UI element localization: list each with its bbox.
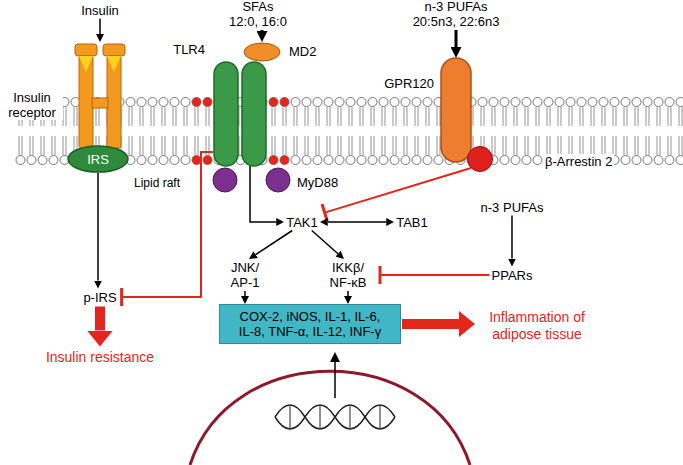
ligand-label: n-3 PUFAs20:5n3, 22:6n3 xyxy=(411,0,502,30)
insulin-receptor-outline xyxy=(65,42,135,150)
inhibition-line xyxy=(325,168,471,213)
node-text: n-3 PUFAs xyxy=(413,0,500,14)
node-text: IKKβ/ NF-κB xyxy=(324,260,372,290)
activation-arrow xyxy=(312,231,338,254)
activation-arrow xyxy=(244,291,246,296)
node-text: JNK/ AP-1 xyxy=(224,260,266,290)
md2-ellipse-outline xyxy=(243,42,281,62)
md2-ellipse: MD2 xyxy=(243,42,281,62)
activation-arrow xyxy=(99,19,101,35)
transcription-arrow xyxy=(334,362,336,398)
node-text: PPARs xyxy=(492,268,533,283)
shape-label: β-Arrestin 2 xyxy=(543,154,614,169)
shape-label: TLR4 xyxy=(171,42,207,57)
activation-arrow xyxy=(328,221,386,223)
molecule-label: p-IRS xyxy=(81,289,118,306)
activation-arrow xyxy=(97,173,99,281)
myd88-circles: MyD88 xyxy=(213,167,291,193)
activation-arrow xyxy=(256,231,293,255)
node-text: n-3 PUFAs xyxy=(481,200,544,215)
gpr120-receptor: GPR120 xyxy=(440,58,472,162)
shape-label: Insulin receptor xyxy=(1,90,63,120)
nucleus-outline xyxy=(190,371,470,465)
activation-arrow xyxy=(511,216,513,259)
pathway-label: JNK/ AP-1 xyxy=(222,259,268,291)
inhibition-line xyxy=(122,152,213,297)
node-text: 20:5n3, 22:6n3 xyxy=(413,14,500,29)
dna-helix xyxy=(275,405,395,429)
tlr4-receptor-outline xyxy=(213,62,267,166)
node-text: Insulin resistance xyxy=(46,349,154,366)
pathway-label: IKKβ/ NF-κB xyxy=(322,259,374,291)
node-text: Inflammation of adipose tissue xyxy=(479,309,595,343)
node-text: p-IRS xyxy=(83,290,116,305)
ligand-label: Insulin xyxy=(79,2,121,19)
gpr120-receptor-outline xyxy=(440,58,472,162)
ligand-label: n-3 PUFAs xyxy=(479,199,546,216)
shape-label: MyD88 xyxy=(295,175,340,190)
arrestin-circle: β-Arrestin 2 xyxy=(467,146,493,172)
arrestin-circle-outline xyxy=(467,146,493,172)
irs-ellipse: IRS xyxy=(67,145,129,173)
activation-arrow xyxy=(95,307,105,331)
activation-arrow xyxy=(455,30,458,47)
outcome-label: Insulin resistance xyxy=(44,348,156,367)
ligand-label: SFAs12:0, 16:0 xyxy=(227,0,289,30)
shape-label: GPR120 xyxy=(382,76,436,91)
activation-arrow xyxy=(347,291,349,296)
region-label: Lipid raft xyxy=(132,176,182,190)
node-text: TAK1 xyxy=(286,215,318,230)
myd88-circles-outline xyxy=(213,167,291,193)
activation-arrow xyxy=(261,30,264,31)
node-text: SFAs xyxy=(229,0,287,14)
inhibition-line xyxy=(380,274,490,276)
node-text: TAB1 xyxy=(396,215,428,230)
node-text: 12:0, 16:0 xyxy=(229,14,287,29)
tlr4-receptor: TLR4 xyxy=(213,62,267,166)
shape-label: MD2 xyxy=(287,44,318,59)
kinase-label: TAK1 xyxy=(284,214,320,231)
cytokine-box: COX-2, iNOS, IL-1, IL-6, IL-8, TNF-α, IL… xyxy=(219,304,401,344)
node-text: IRS xyxy=(87,152,109,167)
activation-arrow xyxy=(402,319,459,329)
insulin-receptor: Insulin receptor xyxy=(65,42,135,150)
receptor-label: PPARs xyxy=(490,267,535,284)
node-text: Insulin xyxy=(81,3,119,18)
protein-label: TAB1 xyxy=(394,214,430,231)
node-text: COX-2, iNOS, IL-1, IL-6, IL-8, TNF-α, IL… xyxy=(234,309,386,339)
lipid-raft-dots xyxy=(192,98,289,165)
outcome-label: Inflammation of adipose tissue xyxy=(477,308,597,344)
